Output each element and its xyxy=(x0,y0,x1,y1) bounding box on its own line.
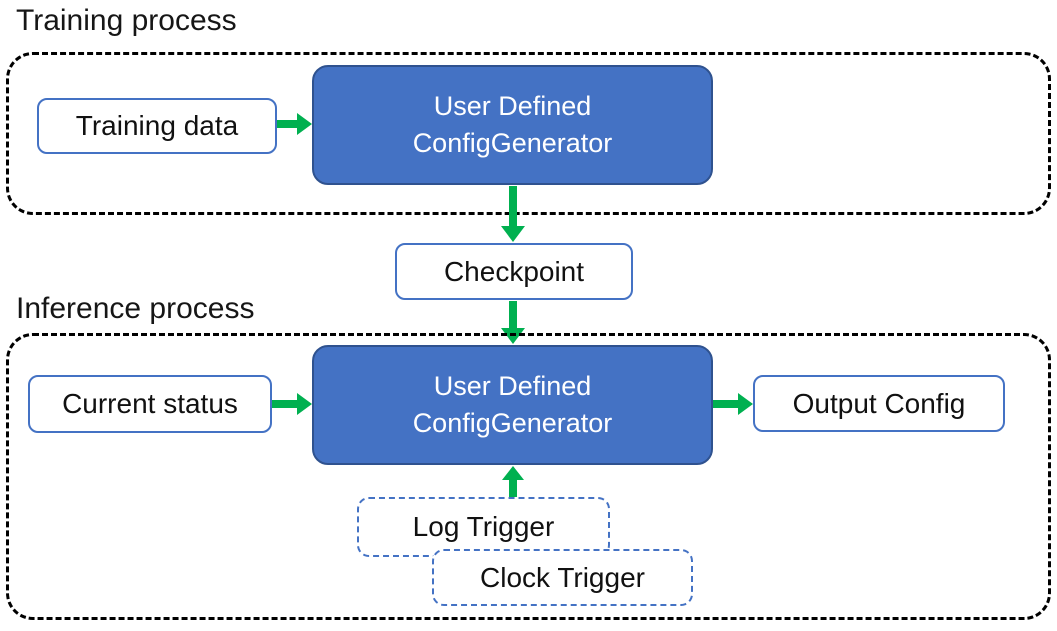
training-process-title: Training process xyxy=(16,4,237,37)
clock-trigger-label: Clock Trigger xyxy=(480,561,645,593)
checkpoint-box: Checkpoint xyxy=(395,243,633,300)
arrow-generator-to-output xyxy=(713,393,753,415)
checkpoint-label: Checkpoint xyxy=(443,255,585,287)
inference-generator-line1: User Defined xyxy=(433,371,592,401)
arrow-head xyxy=(738,393,753,415)
training-data-label: Training data xyxy=(75,110,239,141)
current-status-box: Current status xyxy=(28,375,272,433)
inference-generator-box: User Defined ConfigGenerator xyxy=(312,345,713,465)
arrow-shaft xyxy=(509,186,517,227)
training-generator-box: User Defined ConfigGenerator xyxy=(312,65,713,185)
arrow-head xyxy=(502,466,524,480)
current-status-label: Current status xyxy=(62,388,238,419)
clock-trigger-box: Clock Trigger xyxy=(432,549,693,606)
log-trigger-label: Log Trigger xyxy=(412,511,555,542)
arrow-shaft xyxy=(272,400,299,408)
arrow-triggers-to-generator xyxy=(502,466,524,497)
arrow-shaft xyxy=(713,400,740,408)
arrow-shaft xyxy=(509,479,517,497)
arrow-status-to-generator xyxy=(272,393,312,415)
training-process-container xyxy=(6,52,1051,215)
training-generator-line2: ConfigGenerator xyxy=(412,128,613,158)
output-config-box: Output Config xyxy=(753,375,1005,432)
inference-process-container xyxy=(6,333,1051,620)
output-config-label: Output Config xyxy=(792,387,966,419)
arrow-shaft xyxy=(277,120,299,128)
log-trigger-box: Log Trigger xyxy=(357,497,610,557)
arrow-checkpoint-to-generator xyxy=(501,301,525,344)
arrow-head xyxy=(297,113,312,135)
arrow-head xyxy=(501,226,525,242)
inference-generator-line2: ConfigGenerator xyxy=(412,408,613,438)
arrow-head xyxy=(297,393,312,415)
training-data-box: Training data xyxy=(37,98,277,154)
arrow-training-data-to-generator xyxy=(277,113,312,135)
inference-process-title: Inference process xyxy=(16,292,255,325)
training-generator-line1: User Defined xyxy=(433,91,592,121)
arrow-generator-to-checkpoint xyxy=(501,186,525,242)
arrow-head xyxy=(501,328,525,344)
arrow-shaft xyxy=(509,301,517,329)
